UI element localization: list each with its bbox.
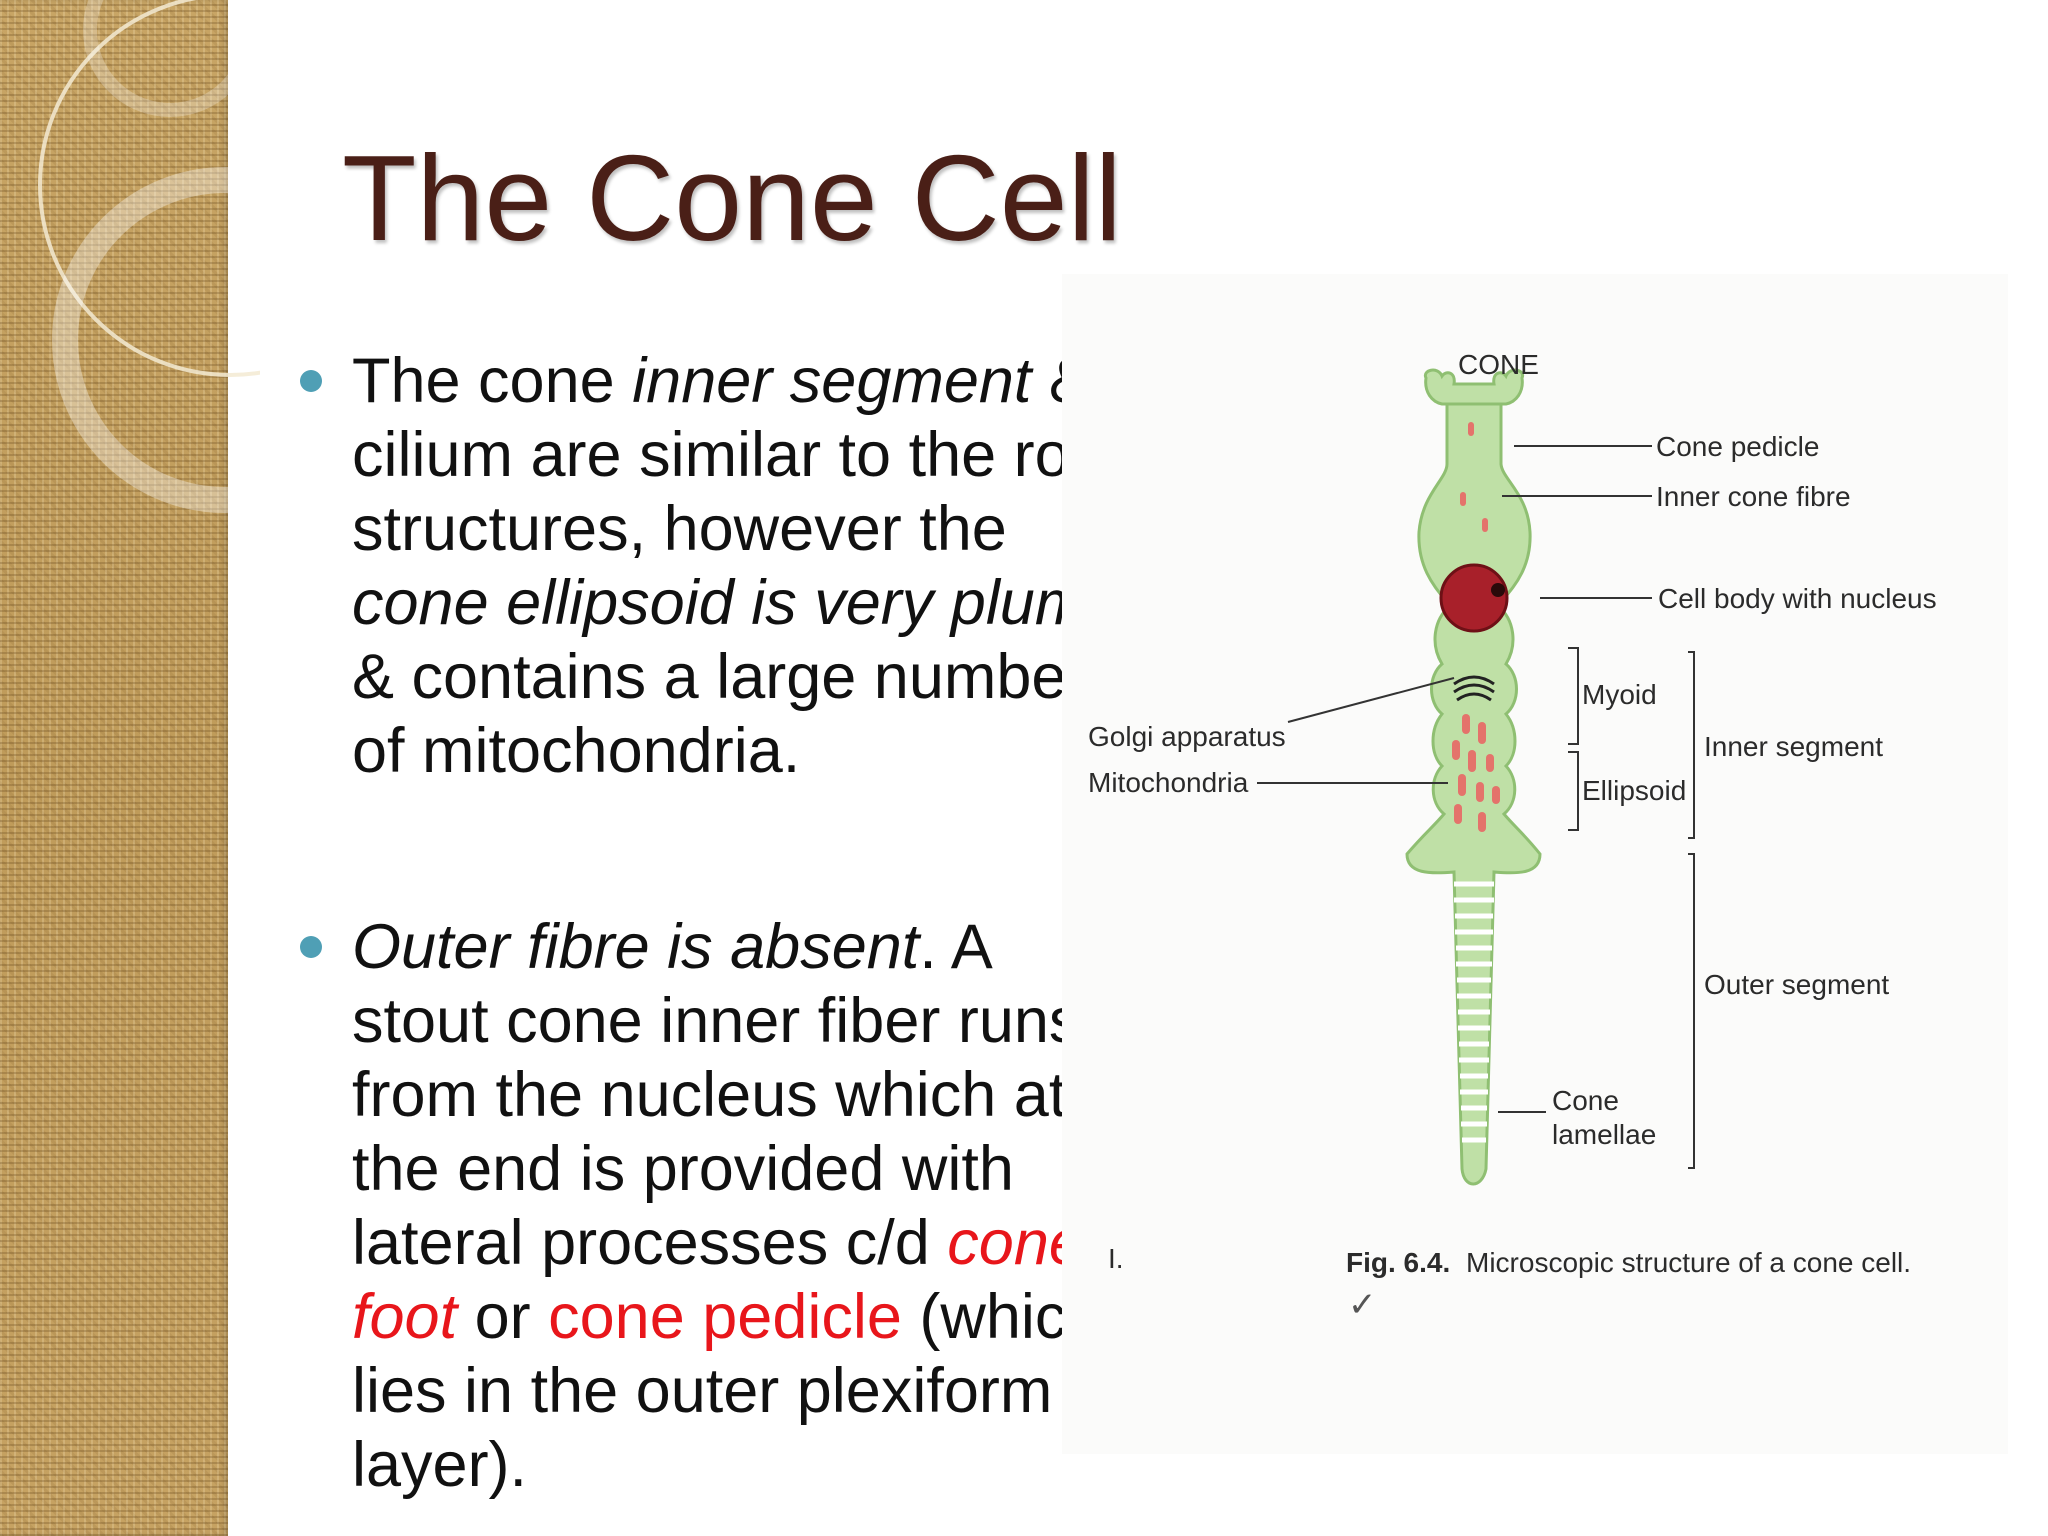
slide-title: The Cone Cell [342, 130, 1122, 266]
golgi-apparatus-icon [1453, 675, 1495, 702]
label-myoid: Myoid [1582, 679, 1657, 710]
figure-heading: CONE [1458, 349, 1539, 380]
label-cone-lamellae-line2: lamellae [1552, 1119, 1656, 1150]
bullet-1-part-1: The cone [352, 346, 633, 416]
cone-pedicle-shape [1423, 368, 1525, 406]
bullet-list: The cone inner segment & cilium are simi… [300, 344, 1130, 1502]
leader-lines [1257, 445, 1695, 1169]
label-cone-lamellae-line1: Cone [1552, 1085, 1619, 1116]
check-mark-icon: ✓ [1348, 1285, 1377, 1325]
bullet-1-part-4: cone ellipsoid is very plump [352, 568, 1123, 638]
label-cell-body: Cell body with nucleus [1658, 583, 1937, 614]
bullet-dot-icon [300, 370, 322, 392]
bullet-1-part-5: & contains a large number of mitochondri… [352, 642, 1088, 786]
label-mitochondria: Mitochondria [1088, 767, 1249, 798]
label-golgi-apparatus: Golgi apparatus [1088, 721, 1286, 752]
label-outer-segment: Outer segment [1704, 969, 1889, 1000]
decorative-rings [38, 0, 260, 513]
cone-lamellae-stripes [1454, 881, 1494, 1143]
bullet-1-part-3: & cilium are similar to the rod structur… [352, 346, 1105, 564]
bullet-dot-icon [300, 936, 322, 958]
bullet-2-part-1: Outer fibre is absent [352, 912, 920, 982]
cone-cell-figure: CONE Cone pedicle Inner cone fibre Cell … [1062, 274, 2008, 1454]
caption-text: Microscopic structure of a cone cell. [1466, 1247, 1911, 1278]
mitochondria-icons [1452, 422, 1500, 832]
bullet-2-part-4: or [457, 1282, 549, 1352]
label-inner-segment: Inner segment [1704, 731, 1883, 762]
bullet-2-part-5: cone pedicle [548, 1282, 902, 1352]
caption-number: Fig. 6.4. [1346, 1247, 1450, 1278]
cone-cell-shape [1405, 388, 1542, 1186]
bullet-1-part-2: inner segment [632, 346, 1032, 416]
bullet-item-1: The cone inner segment & cilium are simi… [300, 344, 1130, 788]
bullet-2-part-3: cone foot [352, 1208, 1084, 1352]
bullet-item-2: Outer fibre is absent. A stout cone inne… [300, 910, 1130, 1502]
nucleolus-icon [1491, 583, 1505, 597]
stray-mark: I. [1108, 1243, 1124, 1274]
nucleus-icon [1439, 563, 1509, 633]
burlap-sidebar [0, 0, 228, 1536]
bullet-2-part-2: . A stout cone inner fiber runs from the… [352, 912, 1081, 1278]
label-cone-pedicle: Cone pedicle [1656, 431, 1819, 462]
label-inner-cone-fibre: Inner cone fibre [1656, 481, 1851, 512]
label-ellipsoid: Ellipsoid [1582, 775, 1686, 806]
cone-cell-diagram: CONE Cone pedicle Inner cone fibre Cell … [1088, 349, 1937, 1325]
